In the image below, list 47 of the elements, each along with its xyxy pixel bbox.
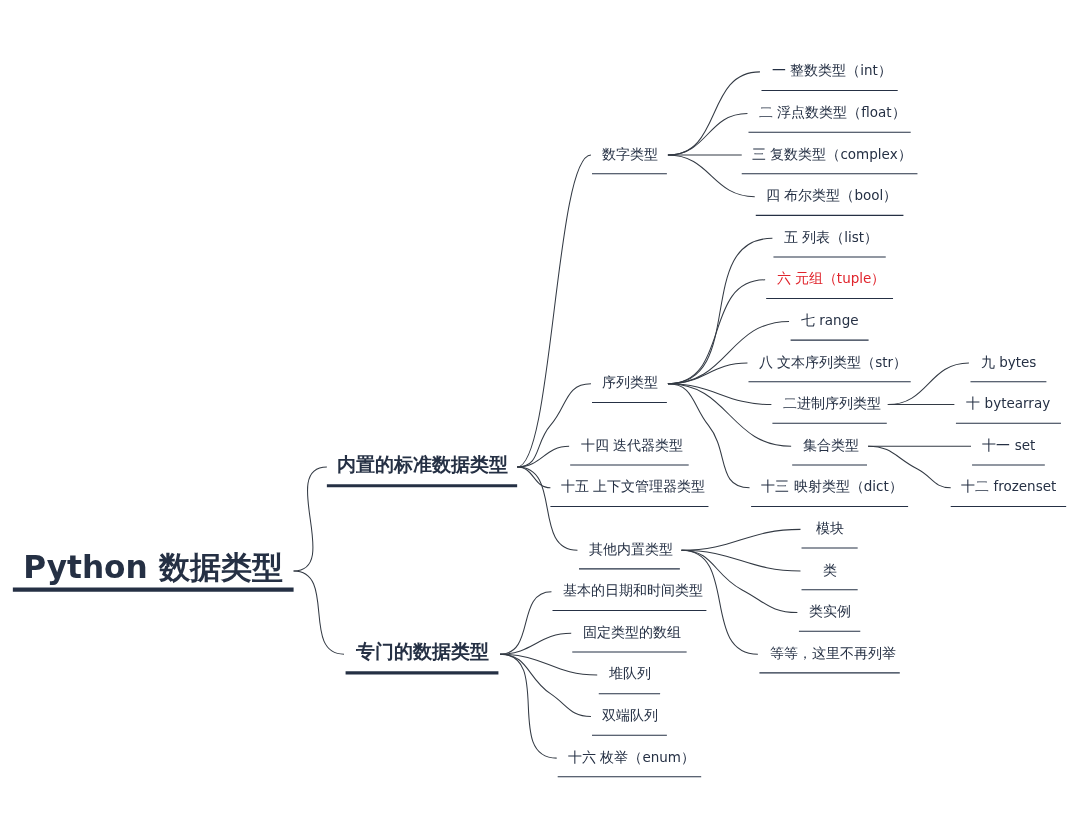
connector	[667, 383, 751, 489]
node-text: 九 bytes	[980, 353, 1037, 370]
node-text: 十六 枚举（enum）	[568, 748, 695, 765]
node-text: 五 列表（list）	[783, 228, 878, 245]
connector	[293, 570, 345, 655]
node-text: 集合类型	[802, 436, 859, 453]
node-text: 十 bytearray	[966, 395, 1051, 412]
connector	[516, 466, 578, 551]
node-text: 一 整数类型（int）	[771, 62, 892, 79]
node-text: 十五 上下文管理器类型	[560, 478, 706, 495]
node-text: 内置的标准数据类型	[337, 453, 509, 475]
node-text: 堆队列	[609, 665, 652, 682]
connector	[867, 445, 952, 489]
connector	[667, 154, 743, 156]
node-text: 四 布尔类型（bool）	[766, 187, 898, 204]
node-text: 六 元组（tuple）	[776, 270, 886, 287]
node-text: 固定类型的数组	[582, 623, 681, 640]
node-text: 十二 frozenset	[961, 478, 1057, 495]
connector	[667, 154, 756, 198]
node-text: 十三 映射类型（dict）	[761, 478, 903, 495]
node-text: 其他内置类型	[589, 540, 674, 557]
node-text: 数字类型	[602, 145, 659, 162]
connector	[499, 632, 572, 655]
node-text: 序列类型	[602, 374, 659, 391]
connector	[887, 362, 970, 406]
node-text: 模块	[816, 519, 845, 536]
node-text: Python 数据类型	[23, 548, 283, 585]
node-text: 二进制序列类型	[782, 395, 881, 412]
node-text: 二 浮点数类型（float）	[758, 104, 906, 120]
connector	[680, 528, 801, 551]
connector	[680, 549, 759, 655]
node-text: 三 复数类型（complex）	[752, 145, 912, 162]
node-text: 八 文本序列类型（str）	[758, 353, 908, 370]
node-text: 七 range	[801, 311, 859, 328]
connector	[499, 653, 558, 759]
node-text: 类实例	[809, 603, 852, 620]
node-text: 类	[822, 561, 837, 578]
node-text: 双端队列	[602, 707, 659, 724]
node-text: 基本的日期和时间类型	[562, 582, 703, 599]
node-text: 等等，这里不再列举	[769, 644, 896, 661]
node-text: 十一 set	[982, 436, 1036, 453]
connector	[499, 653, 598, 676]
connector	[887, 404, 955, 406]
connector	[667, 112, 748, 156]
node-text: 十四 迭代器类型	[580, 436, 683, 453]
node-text: 专门的数据类型	[355, 640, 489, 662]
connector	[667, 71, 761, 156]
